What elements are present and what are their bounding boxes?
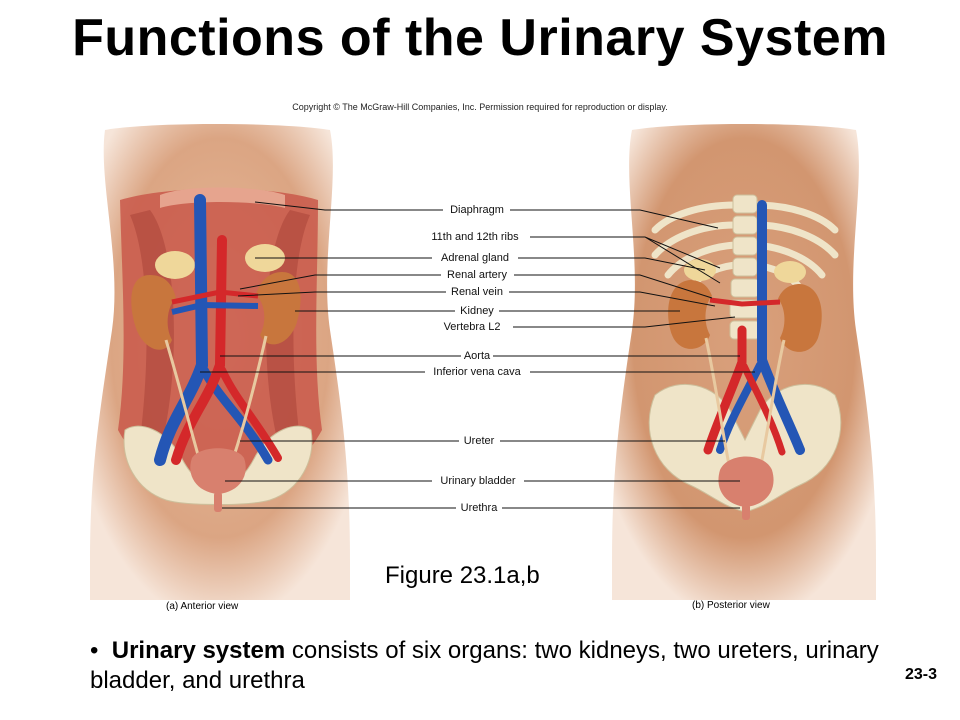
anterior-urethra bbox=[214, 492, 222, 512]
posterior-ureters bbox=[704, 337, 786, 471]
posterior-urethra bbox=[742, 504, 750, 520]
leader-lines bbox=[200, 201, 755, 509]
posterior-bladder bbox=[718, 456, 774, 507]
anterior-kidney-left bbox=[131, 275, 176, 350]
posterior-renal-vessels bbox=[709, 297, 781, 307]
posterior-iliac-artery bbox=[740, 362, 786, 456]
label-urinary-bladder: Urinary bladder bbox=[440, 475, 516, 487]
label-ribs: 11th and 12th ribs bbox=[431, 231, 519, 243]
posterior-kidney-left bbox=[668, 280, 712, 349]
posterior-kidney-right bbox=[778, 284, 822, 352]
label-inferior-vena-cava: Inferior vena cava bbox=[433, 366, 521, 378]
anterior-renal-veins bbox=[171, 301, 259, 315]
anterior-view-label: (a) Anterior view bbox=[166, 601, 239, 612]
anterior-diaphragm bbox=[160, 187, 285, 208]
bullet-point: • Urinary system consists of six organs:… bbox=[90, 636, 910, 696]
posterior-view-label: (b) Posterior view bbox=[692, 600, 770, 611]
anterior-adrenal-left bbox=[155, 251, 195, 279]
label-urethra: Urethra bbox=[461, 502, 499, 514]
label-ureter: Ureter bbox=[464, 435, 495, 447]
slide-title: Functions of the Urinary System bbox=[72, 9, 888, 67]
posterior-adrenal-right bbox=[774, 261, 806, 283]
anterior-pelvis bbox=[123, 425, 313, 505]
label-renal-artery: Renal artery bbox=[447, 269, 507, 281]
posterior-pelvis bbox=[648, 383, 842, 513]
label-kidney: Kidney bbox=[460, 305, 494, 317]
posterior-torso bbox=[612, 124, 876, 600]
label-diaphragm: Diaphragm bbox=[450, 204, 504, 216]
label-aorta: Aorta bbox=[464, 350, 491, 362]
figure-caption: Figure 23.1a,b bbox=[385, 562, 540, 589]
label-renal-vein: Renal vein bbox=[451, 286, 503, 298]
posterior-vena-cava bbox=[757, 200, 805, 455]
anterior-ureters bbox=[164, 335, 268, 463]
copyright-notice: Copyright © The McGraw-Hill Companies, I… bbox=[292, 102, 668, 112]
bullet-term: Urinary system bbox=[111, 637, 286, 664]
bullet-text: consists of six organs: two kidneys, two… bbox=[90, 637, 879, 694]
structure-labels: Diaphragm 11th and 12th ribs Adrenal gla… bbox=[431, 204, 521, 514]
anterior-renal-vessels bbox=[171, 289, 259, 305]
label-vertebra-l2: Vertebra L2 bbox=[444, 321, 501, 333]
label-adrenal-gland: Adrenal gland bbox=[441, 252, 509, 264]
slide-number: 23-3 bbox=[905, 666, 938, 683]
bullet-marker: • bbox=[90, 637, 99, 664]
anterior-torso bbox=[90, 124, 350, 600]
anterior-kidney-right bbox=[256, 272, 301, 345]
anterior-bladder bbox=[190, 448, 246, 494]
